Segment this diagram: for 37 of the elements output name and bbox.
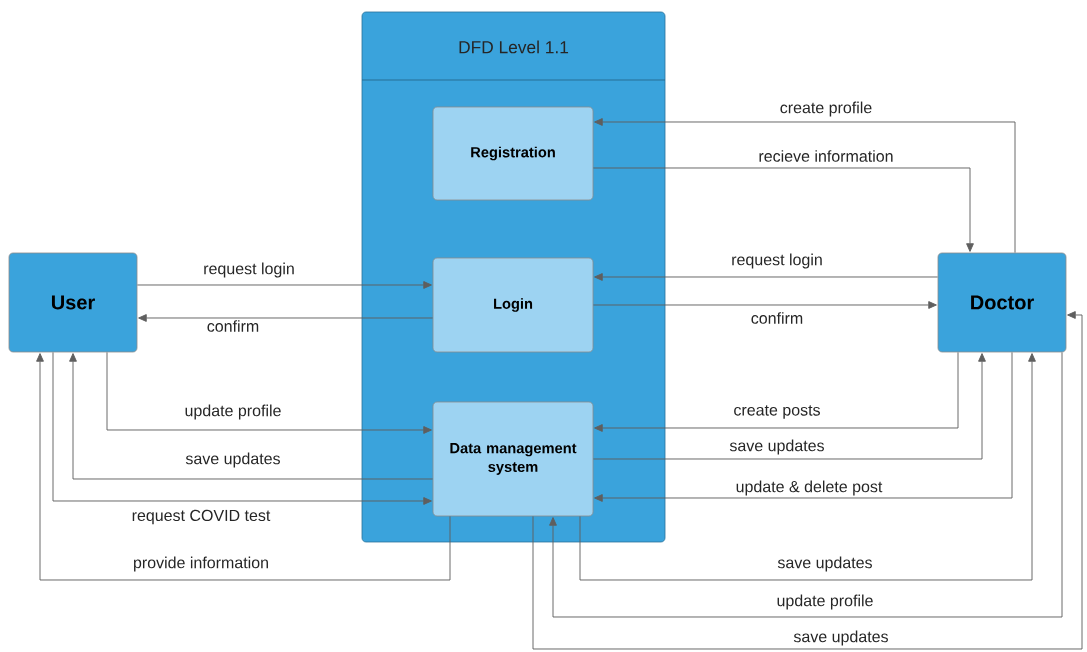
arrow	[594, 351, 1013, 502]
edge-label: confirm	[207, 320, 259, 332]
edge-label: request login	[204, 262, 294, 278]
edge-label: confirm	[751, 312, 803, 324]
process-box: Data management system	[432, 401, 594, 517]
edge-label: update profile	[185, 404, 281, 420]
arrow	[579, 353, 1036, 581]
edge-label: save updates	[185, 452, 280, 468]
arrow	[592, 301, 937, 309]
entity-box: User	[8, 252, 138, 353]
process-box: Registration	[432, 106, 594, 201]
arrow	[138, 314, 434, 322]
process-box: Login	[432, 257, 594, 353]
edge-label: save updates	[793, 630, 888, 646]
arrow	[549, 351, 1063, 618]
arrow	[36, 353, 451, 581]
arrow	[592, 167, 974, 252]
edge-label: request login	[732, 253, 822, 269]
arrow	[106, 351, 432, 434]
arrow	[594, 118, 1016, 254]
arrow	[532, 311, 1083, 650]
edge-label: save updates	[729, 439, 824, 455]
edge-label: create posts	[734, 405, 820, 419]
arrow	[592, 353, 986, 460]
edge-label: update profile	[777, 594, 873, 610]
edge-label: save updates	[777, 556, 872, 572]
arrow	[594, 351, 959, 432]
edge-label: update & delete post	[736, 480, 883, 496]
edge-label: provide information	[134, 556, 268, 572]
edge-label: request COVID test	[132, 509, 271, 525]
entity-box: Doctor	[937, 252, 1067, 353]
edge-label: recieve information	[759, 150, 893, 162]
edge-label: create profile	[780, 101, 872, 117]
arrow	[594, 273, 939, 281]
arrow	[136, 281, 432, 289]
arrow	[52, 351, 432, 505]
arrow	[69, 353, 434, 480]
